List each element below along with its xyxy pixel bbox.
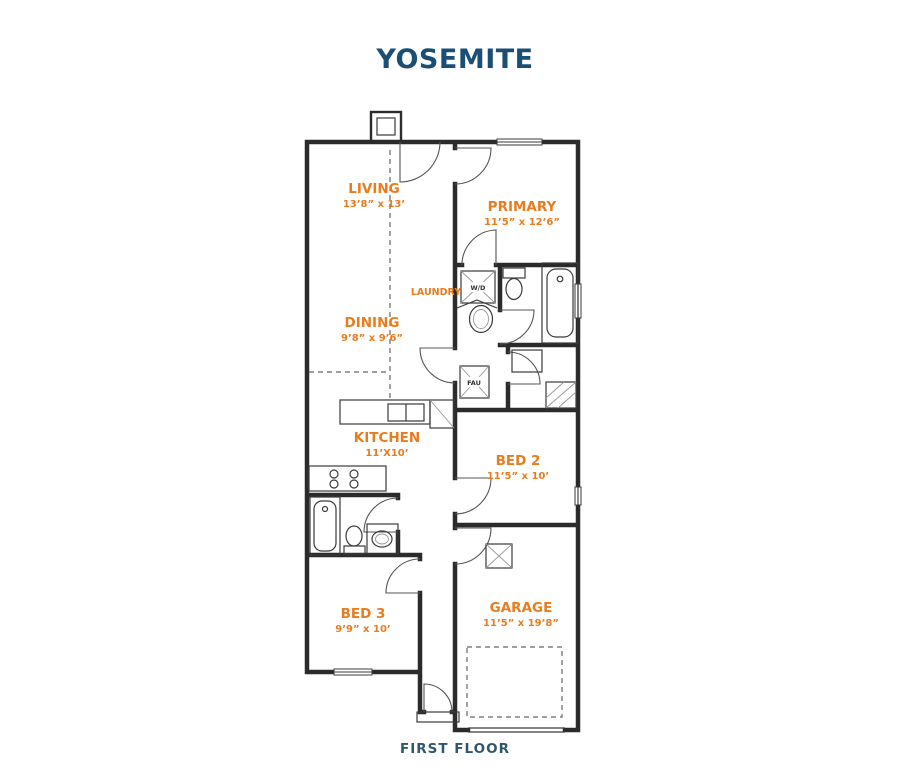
ceiling-break-lines [309,150,391,398]
room-label-living: LIVING 13’8” x 13’ [343,181,405,210]
plan-title: YOSEMITE [376,44,534,75]
svg-text:DINING: DINING [345,315,400,331]
svg-text:9’8” x 9’6”: 9’8” x 9’6” [341,333,403,344]
svg-text:13’8” x 13’: 13’8” x 13’ [343,199,405,210]
window [333,668,373,676]
svg-text:GARAGE: GARAGE [490,600,553,616]
sink-icon [366,523,399,555]
svg-text:11’5” x 12’6”: 11’5” x 12’6” [484,217,560,228]
porch-step [416,711,460,723]
bathtub-icon [309,496,341,556]
room-label-garage: GARAGE 11’5” x 19’8” [483,600,559,629]
bifold-door [456,299,498,309]
room-label-bed3: BED 3 9’9” x 10’ [335,606,390,635]
pantry-cabinet [429,399,455,429]
window [496,138,543,146]
svg-text:PRIMARY: PRIMARY [488,199,557,215]
fireplace-icon [369,110,403,144]
closet-shelf [511,349,543,373]
washer-dryer-icon: W/D [460,270,496,304]
svg-text:9’9” x 10’: 9’9” x 10’ [335,624,390,635]
window [574,486,582,506]
toilet-icon [502,267,526,301]
kitchen-sink-icon [387,403,425,422]
bathtub-icon [541,262,579,344]
room-label-kitchen: KITCHEN 11’X10’ [354,430,420,459]
svg-text:LIVING: LIVING [348,181,399,197]
room-label-bed2: BED 2 11’5” x 10’ [487,453,549,482]
closet-hatch [545,381,577,409]
svg-text:W/D: W/D [471,284,487,292]
svg-text:BED 3: BED 3 [341,606,386,622]
svg-text:11’X10’: 11’X10’ [365,448,408,459]
sink-icon [468,304,494,334]
svg-text:11’5” x 10’: 11’5” x 10’ [487,471,549,482]
room-label-dining: DINING 9’8” x 9’6” [341,315,403,344]
svg-text:LAUNDRY: LAUNDRY [411,287,461,298]
fau-unit-icon: FAU [459,365,490,399]
garage-parking-outline [466,646,563,718]
door-swing-arcs [363,141,541,713]
svg-text:KITCHEN: KITCHEN [354,430,420,446]
svg-text:FAU: FAU [467,379,481,387]
garage-door [468,727,565,733]
svg-text:BED 2: BED 2 [496,453,541,469]
room-label-laundry: LAUNDRY [411,287,461,298]
stove-icon [308,465,387,492]
water-heater-icon [485,543,513,569]
toilet-icon [343,525,366,555]
svg-text:11’5” x 19’8”: 11’5” x 19’8” [483,618,559,629]
room-label-primary: PRIMARY 11’5” x 12’6” [484,199,560,228]
walls [304,139,581,733]
floor-label: FIRST FLOOR [400,741,510,757]
